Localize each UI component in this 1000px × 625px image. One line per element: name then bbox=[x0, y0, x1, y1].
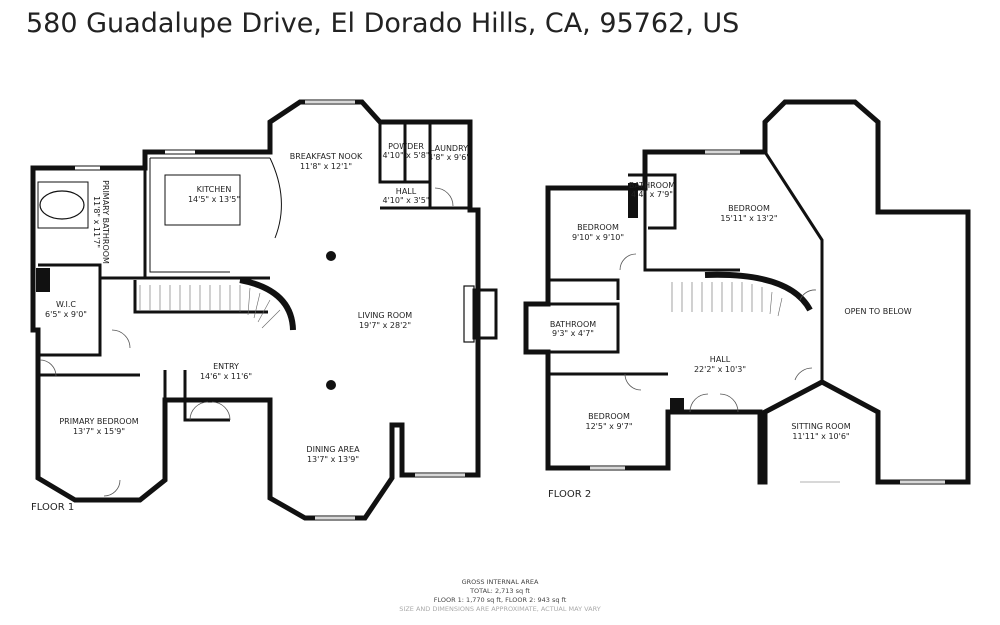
floor-1-plan bbox=[30, 99, 498, 521]
room-name-bathroom-mid: BATHROOM bbox=[550, 320, 596, 329]
room-dims-bedroom-bottom: 12'5" x 9'7" bbox=[585, 422, 632, 431]
room-dims-dining-area: 13'7" x 13'9" bbox=[307, 455, 359, 464]
room-name-living-room: LIVING ROOM bbox=[358, 311, 413, 320]
room-name-laundry: LAUNDRY bbox=[430, 144, 468, 153]
room-dims-hall-2: 22'2" x 10'3" bbox=[694, 365, 746, 374]
room-dims-living-room: 19'7" x 28'2" bbox=[359, 321, 411, 330]
floor-1-exterior-walls bbox=[30, 99, 481, 521]
floor-2-door-swings bbox=[619, 253, 817, 413]
room-name-entry: ENTRY bbox=[213, 362, 239, 371]
room-dims-bathroom-mid: 9'3" x 4'7" bbox=[552, 329, 594, 338]
column bbox=[326, 380, 336, 390]
listing-address-title: 580 Guadalupe Drive, El Dorado Hills, CA… bbox=[26, 8, 740, 39]
room-name-powder: POWDER bbox=[388, 142, 424, 151]
room-dims-wic: 6'5" x 9'0" bbox=[45, 310, 87, 319]
floor-1-window-lines bbox=[305, 101, 465, 519]
room-dims-powder: 4'10" x 5'8" bbox=[382, 151, 429, 160]
room-dims-sitting-room: 11'11" x 10'6" bbox=[792, 432, 849, 441]
room-dims-bedroom-left: 9'10" x 9'10" bbox=[572, 233, 624, 242]
floor-2-stair-treads bbox=[671, 282, 783, 317]
floor-2-hall-block bbox=[670, 398, 684, 412]
room-name-kitchen: KITCHEN bbox=[197, 185, 232, 194]
room-name-primary-bedroom: PRIMARY BEDROOM bbox=[59, 417, 138, 426]
room-dims-laundry: 4'8" x 9'6" bbox=[428, 153, 470, 162]
room-dims-primary-bedroom: 13'7" x 15'9" bbox=[73, 427, 125, 436]
bathtub bbox=[39, 190, 85, 220]
floor-2-label: FLOOR 2 bbox=[548, 489, 591, 500]
gross-area-total: TOTAL: 2,713 sq ft bbox=[470, 587, 530, 595]
bathtub-surround bbox=[37, 181, 89, 229]
floor-2-interior-walls bbox=[548, 151, 824, 380]
room-name-bedroom-large: BEDROOM bbox=[728, 204, 770, 213]
room-name-open-to-below: OPEN TO BELOW bbox=[844, 307, 911, 316]
kitchen-counter bbox=[149, 157, 270, 273]
floor-1-door-swings bbox=[39, 187, 454, 497]
room-name-hall-1: HALL bbox=[396, 187, 417, 196]
room-name-bedroom-left: BEDROOM bbox=[577, 223, 619, 232]
column bbox=[326, 251, 336, 261]
room-dims-entry: 14'6" x 11'6" bbox=[200, 372, 252, 381]
floor-2-curved-stair bbox=[704, 271, 813, 312]
room-dims-breakfast-nook: 11'8" x 12'1" bbox=[300, 162, 352, 171]
room-dims-bathroom-top: 4'4" x 7'9" bbox=[631, 190, 673, 199]
room-name-breakfast-nook: BREAKFAST NOOK bbox=[290, 152, 363, 161]
room-name-hall-2: HALL bbox=[710, 355, 731, 364]
breakfast-nook-bay bbox=[269, 157, 282, 239]
room-name-wic: W.I.C bbox=[56, 300, 76, 309]
floor-2-plan bbox=[523, 99, 971, 485]
room-dims-bedroom-large: 15'11" x 13'2" bbox=[720, 214, 777, 223]
floor-2-room-labels: BATHROOM 4'4" x 7'9" BEDROOM 15'11" x 13… bbox=[550, 181, 912, 441]
room-name-primary-bathroom: PRIMARY BATHROOM bbox=[101, 180, 110, 264]
room-name-bathroom-top: BATHROOM bbox=[629, 181, 675, 190]
floor-1-room-labels: BREAKFAST NOOK 11'8" x 12'1" POWDER 4'10… bbox=[45, 142, 470, 464]
floor-2-closet-block bbox=[628, 183, 638, 218]
floor-1-label: FLOOR 1 bbox=[31, 502, 74, 513]
gross-area-heading: GROSS INTERNAL AREA bbox=[461, 578, 539, 586]
floor-1-interior-walls bbox=[38, 122, 470, 422]
size-disclaimer: SIZE AND DIMENSIONS ARE APPROXIMATE, ACT… bbox=[399, 605, 601, 613]
floor-1-curved-stair bbox=[239, 277, 296, 331]
fireplace-hearth bbox=[463, 285, 475, 343]
floor-2-exterior-walls bbox=[523, 99, 971, 485]
room-name-dining-area: DINING AREA bbox=[306, 445, 360, 454]
room-dims-kitchen: 14'5" x 13'5" bbox=[188, 195, 240, 204]
room-name-sitting-room: SITTING ROOM bbox=[791, 422, 850, 431]
wic-closet-block bbox=[36, 268, 50, 292]
floor-1-stair-treads bbox=[139, 285, 281, 329]
floor-2-window-lines bbox=[590, 151, 945, 483]
room-dims-hall-1: 4'10" x 3'5" bbox=[382, 196, 429, 205]
gross-area-floors: FLOOR 1: 1,770 sq ft, FLOOR 2: 943 sq ft bbox=[433, 596, 567, 604]
room-name-bedroom-bottom: BEDROOM bbox=[588, 412, 630, 421]
room-dims-primary-bathroom: 11'8" x 11'7" bbox=[92, 196, 101, 248]
